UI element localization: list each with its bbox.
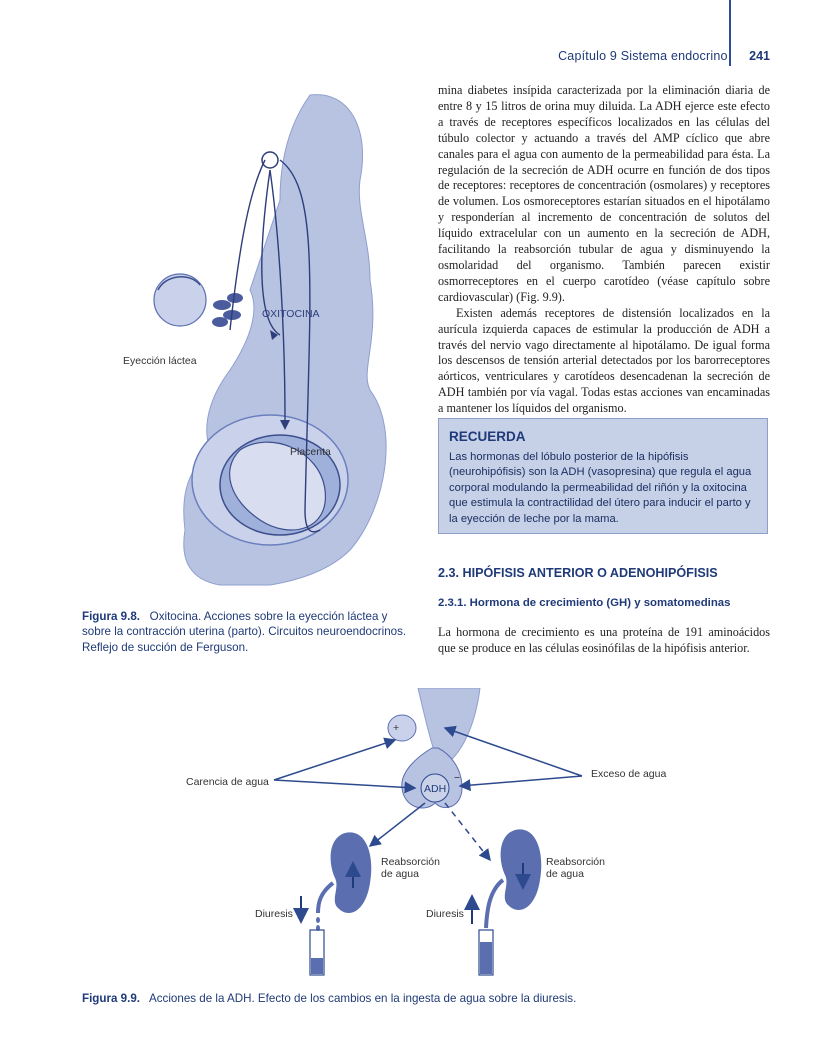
label-plus: + (393, 722, 400, 734)
caption-text: Oxitocina. Acciones sobre la eyección lá… (82, 610, 407, 654)
figure-9-8-illustration (153, 94, 387, 586)
receptor-icon (387, 714, 417, 742)
label-reabsorcion-1: Reabsorción de agua (381, 856, 440, 880)
figure-9-9-illustration (273, 688, 583, 976)
label-carencia-de-agua: Carencia de agua (186, 776, 269, 788)
paragraph: mina diabetes insípida caracterizada por… (438, 83, 770, 304)
label-placenta: Placenta (290, 446, 331, 458)
recuerda-title: RECUERDA (449, 429, 526, 444)
body-text: mina diabetes insípida caracterizada por… (438, 83, 770, 417)
paragraph: Existen además receptores de distensión … (438, 305, 770, 416)
kidney-icon (330, 832, 372, 914)
caption-number: Figura 9.8. (82, 610, 140, 623)
figure-9-9-caption: Figura 9.9. Acciones de la ADH. Efecto d… (82, 991, 762, 1006)
label-reabsorcion-2: Reabsorción de agua (546, 856, 605, 880)
section-heading: 2.3. HIPÓFISIS ANTERIOR O ADENOHIPÓFISIS (438, 566, 718, 580)
recuerda-text: Las hormonas del lóbulo posterior de la … (449, 451, 752, 525)
kidney-icon (500, 829, 542, 911)
page-number: 241 (749, 49, 770, 63)
paragraph: La hormona de crecimiento es una proteín… (438, 625, 770, 655)
pituitary-icon (261, 151, 279, 169)
label-eyeccion-lactea: Eyección láctea (123, 355, 197, 367)
label-oxitocina: OXITOCINA (262, 308, 320, 320)
test-tube-icon (309, 929, 325, 976)
section-paragraph: La hormona de crecimiento es una proteín… (438, 625, 770, 657)
running-header: Capítulo 9 Sistema endocrino 241 (558, 49, 770, 63)
label-minus: − (454, 772, 461, 784)
label-diuresis-1: Diuresis (255, 908, 293, 920)
label-exceso-de-agua: Exceso de agua (591, 768, 667, 780)
baby-head (153, 273, 207, 327)
caption-number: Figura 9.9. (82, 992, 140, 1005)
label-diuresis-2: Diuresis (426, 908, 464, 920)
subsection-heading: 2.3.1. Hormona de crecimiento (GH) y som… (438, 597, 731, 609)
label-adh: ADH (424, 783, 447, 795)
test-tube-icon (478, 929, 494, 976)
pituitary-icon (401, 747, 463, 809)
header-rule (729, 0, 731, 66)
caption-text: Acciones de la ADH. Efecto de los cambio… (149, 992, 577, 1005)
chapter-title: Capítulo 9 Sistema endocrino (558, 49, 728, 63)
recuerda-box: RECUERDA Las hormonas del lóbulo posteri… (438, 418, 768, 534)
figure-9-8-caption: Figura 9.8. Oxitocina. Acciones sobre la… (82, 609, 414, 655)
